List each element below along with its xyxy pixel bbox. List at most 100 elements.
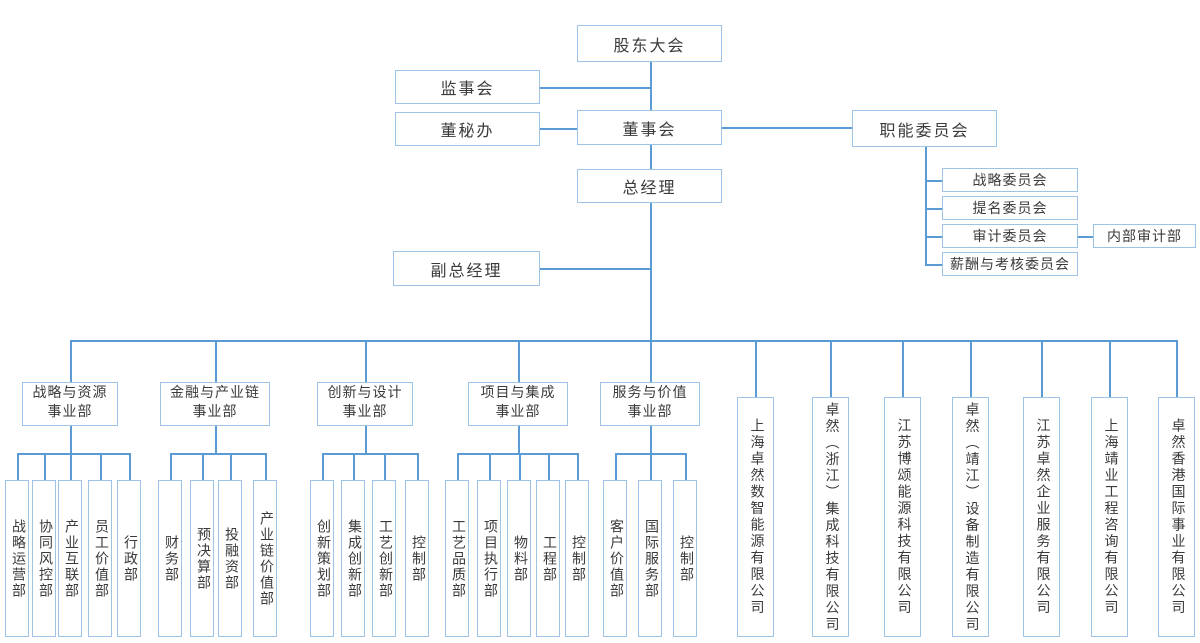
node-label: 集成创新部 — [346, 518, 361, 599]
connector-line — [489, 453, 491, 480]
connector-line — [457, 453, 459, 480]
node-label: 投融资部 — [223, 526, 238, 591]
node-dept: 协同风控部 — [32, 480, 56, 637]
connector-line — [215, 426, 217, 453]
node-division-finance-industry-chain: 金融与产业链 事业部 — [160, 382, 270, 426]
node-dept: 战略运营部 — [5, 480, 29, 637]
node-division-service-value: 服务与价值 事业部 — [600, 382, 700, 426]
node-label: 总经理 — [622, 180, 677, 197]
node-dept: 行政部 — [117, 480, 141, 637]
node-label: 服务与价值 事业部 — [612, 386, 688, 420]
node-dept: 工程部 — [536, 480, 560, 637]
node-label: 客户价值部 — [608, 518, 623, 599]
node-subsidiary: 江苏博颂能源科技有限公司 — [884, 397, 921, 637]
connector-line — [202, 453, 204, 480]
connector-line — [925, 264, 942, 266]
connector-line — [70, 426, 72, 453]
node-shareholders-meeting: 股东大会 — [577, 25, 722, 62]
node-dept: 预决算部 — [190, 480, 214, 637]
node-label: 项目与集成 事业部 — [480, 386, 556, 420]
node-dept: 员工价值部 — [88, 480, 112, 637]
connector-line — [830, 340, 832, 397]
node-supervisory-board: 监事会 — [395, 70, 540, 104]
node-strategy-committee: 战略委员会 — [942, 168, 1078, 192]
connector-line — [925, 147, 927, 265]
node-label: 协同风控部 — [37, 518, 52, 599]
node-label: 上海卓然数智能源有限公司 — [748, 418, 764, 616]
connector-line — [518, 340, 520, 382]
connector-line — [925, 236, 942, 238]
node-label: 卓然（浙江）集成科技有限公司 — [823, 401, 839, 633]
node-internal-audit-dept: 内部审计部 — [1093, 224, 1196, 248]
node-dept: 投融资部 — [218, 480, 242, 637]
connector-line — [129, 453, 131, 480]
connector-line — [215, 340, 217, 382]
node-nomination-committee: 提名委员会 — [942, 196, 1078, 220]
connector-line — [685, 453, 687, 480]
node-remuneration-committee: 薪酬与考核委员会 — [942, 252, 1078, 276]
connector-line — [970, 340, 972, 397]
node-label: 员工价值部 — [93, 518, 108, 599]
connector-line — [540, 87, 650, 89]
connector-line — [170, 453, 172, 480]
node-label: 监事会 — [440, 81, 495, 98]
connector-line — [925, 208, 942, 210]
connector-line — [265, 453, 267, 480]
connector-line — [1176, 340, 1178, 397]
connector-line — [17, 453, 19, 480]
node-label: 卓然香港国际事业有限公司 — [1169, 418, 1185, 616]
node-board-of-directors: 董事会 — [577, 110, 722, 145]
node-label: 内部审计部 — [1107, 230, 1182, 245]
node-dept: 工艺创新部 — [372, 480, 396, 637]
node-dept: 创新策划部 — [310, 480, 334, 637]
connector-line — [1078, 236, 1093, 238]
connector-line — [577, 453, 579, 480]
node-audit-committee: 审计委员会 — [942, 224, 1078, 248]
connector-line — [70, 340, 72, 382]
connector-line — [650, 426, 652, 453]
connector-line — [755, 340, 757, 397]
node-label: 国际服务部 — [643, 518, 658, 599]
node-dept: 集成创新部 — [341, 480, 365, 637]
node-label: 创新与设计 事业部 — [327, 386, 403, 420]
node-label: 控制部 — [678, 534, 693, 583]
node-dept: 工艺品质部 — [445, 480, 469, 637]
connector-line — [650, 453, 652, 480]
node-label: 江苏博颂能源科技有限公司 — [895, 418, 911, 616]
node-label: 控制部 — [410, 534, 425, 583]
node-label: 控制部 — [570, 534, 585, 583]
node-subsidiary: 江苏卓然企业服务有限公司 — [1023, 397, 1060, 637]
node-dept: 项目执行部 — [477, 480, 501, 637]
node-label: 工艺品质部 — [450, 518, 465, 599]
connector-line — [44, 453, 46, 480]
node-label: 卓然（靖江）设备制造有限公司 — [963, 401, 979, 633]
node-division-strategy-resources: 战略与资源 事业部 — [22, 382, 118, 426]
node-board-secretary-office: 董秘办 — [395, 112, 540, 146]
node-division-innovation-design: 创新与设计 事业部 — [317, 382, 413, 426]
node-dept: 控制部 — [673, 480, 697, 637]
node-label: 战略委员会 — [972, 174, 1048, 189]
node-label: 战略与资源 事业部 — [32, 386, 108, 420]
connector-line — [365, 426, 367, 453]
node-label: 提名委员会 — [972, 202, 1048, 217]
connector-line — [615, 453, 617, 480]
connector-line — [540, 128, 577, 130]
connector-line — [519, 453, 521, 480]
connector-line — [518, 426, 520, 453]
node-dept: 财务部 — [158, 480, 182, 637]
connector-line — [925, 180, 942, 182]
node-label: 董事会 — [622, 121, 677, 139]
node-division-project-integration: 项目与集成 事业部 — [468, 382, 568, 426]
node-subsidiary: 卓然（浙江）集成科技有限公司 — [812, 397, 849, 637]
connector-line — [70, 340, 1177, 342]
node-label: 工程部 — [541, 534, 556, 583]
node-deputy-general-manager: 副总经理 — [393, 251, 540, 286]
node-label: 战略运营部 — [10, 518, 25, 599]
node-label: 董秘办 — [440, 123, 495, 140]
node-functional-committees: 职能委员会 — [852, 110, 997, 147]
connector-line — [902, 340, 904, 397]
node-label: 行政部 — [122, 534, 137, 583]
node-label: 审计委员会 — [972, 230, 1048, 245]
connector-line — [1041, 340, 1043, 397]
